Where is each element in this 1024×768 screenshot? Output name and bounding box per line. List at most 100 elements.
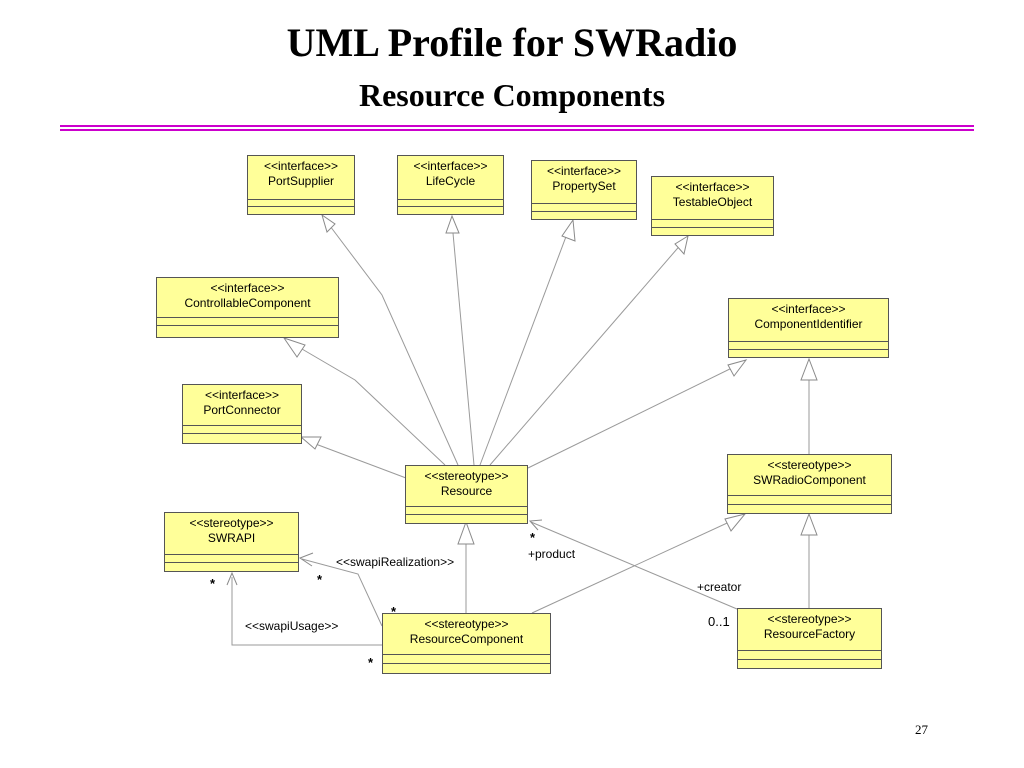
slide-subtitle: Resource Components	[358, 77, 666, 113]
operations-compartment	[729, 349, 888, 350]
creator-multiplicity: 0..1	[708, 614, 730, 629]
usage-swrapi-multiplicity: *	[210, 576, 216, 591]
arrowhead-swradio	[724, 513, 747, 532]
class-name: PortSupplier	[267, 174, 335, 188]
stereotype-label: <<stereotype>>	[424, 617, 509, 631]
swapi-realization-label: <<swapiRealization>>	[336, 555, 455, 569]
stereotype-label: <<interface>>	[675, 180, 750, 194]
class-port-connector: <<interface>> PortConnector	[182, 384, 302, 444]
arrowhead-resource	[457, 520, 475, 545]
operations-compartment	[532, 211, 636, 212]
arrowhead-realization	[298, 552, 314, 567]
generalization-resource-controllable	[289, 341, 446, 466]
class-name: ResourceComponent	[409, 632, 524, 646]
stereotype-label: <<interface>>	[204, 388, 280, 402]
class-property-set: <<interface>> PropertySet	[531, 160, 637, 220]
arrowhead-resourcefactory-swradio	[800, 512, 818, 536]
class-resource: <<stereotype>> Resource	[405, 465, 528, 524]
creator-role-label: +creator	[697, 580, 742, 594]
operations-compartment	[183, 433, 301, 434]
title-rule-top	[60, 125, 974, 127]
operations-compartment	[165, 562, 298, 563]
attributes-compartment	[728, 495, 891, 496]
class-name: SWRAPI	[207, 531, 256, 545]
class-resource-factory: <<stereotype>> ResourceFactory	[737, 608, 882, 669]
generalization-resource-testableobject	[489, 241, 684, 466]
swapi-usage-label: <<swapiUsage>>	[245, 619, 339, 633]
arrowhead-product	[528, 519, 543, 531]
stereotype-label: <<stereotype>>	[189, 516, 274, 530]
operations-compartment	[406, 514, 527, 515]
class-port-supplier: <<interface>> PortSupplier	[247, 155, 355, 215]
arrowhead-lifecycle	[445, 214, 460, 234]
stereotype-label: <<stereotype>>	[767, 612, 852, 626]
arrowhead-componentidentifier	[727, 359, 748, 377]
class-name: SWRadioComponent	[753, 473, 866, 487]
arrowhead-controllable	[282, 337, 306, 358]
operations-compartment	[652, 227, 773, 228]
title-rule-bottom	[60, 129, 974, 131]
class-name: TestableObject	[672, 195, 753, 209]
arrowhead-portsupplier	[321, 213, 336, 233]
operations-compartment	[728, 504, 891, 505]
operations-compartment	[398, 206, 503, 207]
generalization-resource-portsupplier	[326, 221, 459, 466]
arrowhead-swradio-componentidentifier	[800, 357, 818, 381]
arrowhead-propertyset	[561, 218, 576, 242]
class-name: PropertySet	[552, 179, 616, 193]
product-role-label: +product	[528, 547, 576, 561]
class-swrapi: <<stereotype>> SWRAPI	[164, 512, 299, 572]
class-name: PortConnector	[203, 403, 281, 417]
page-number: 27	[915, 722, 928, 737]
class-name: ResourceFactory	[763, 627, 856, 641]
class-testable-object: <<interface>> TestableObject	[651, 176, 774, 236]
attributes-compartment	[165, 554, 298, 555]
realization-swrapi-multiplicity: *	[317, 572, 323, 587]
operations-compartment	[738, 659, 881, 660]
stereotype-label: <<stereotype>>	[424, 469, 509, 483]
class-swradio-component: <<stereotype>> SWRadioComponent	[727, 454, 892, 514]
dependency-swapi-usage	[231, 577, 382, 646]
attributes-compartment	[157, 317, 338, 318]
class-name: Resource	[440, 484, 493, 498]
attributes-compartment	[729, 341, 888, 342]
arrowhead-usage	[226, 571, 238, 586]
arrowhead-portconnector	[299, 436, 322, 450]
stereotype-label: <<interface>>	[413, 159, 488, 173]
class-name: ControllableComponent	[184, 296, 311, 310]
generalization-resource-portconnector	[304, 439, 407, 479]
operations-compartment	[383, 663, 550, 664]
class-life-cycle: <<interface>> LifeCycle	[397, 155, 504, 215]
generalization-resource-propertyset	[479, 225, 571, 466]
attributes-compartment	[383, 654, 550, 655]
product-multiplicity: *	[530, 530, 536, 545]
class-resource-component: <<stereotype>> ResourceComponent	[382, 613, 551, 674]
attributes-compartment	[248, 199, 354, 200]
usage-component-multiplicity: *	[368, 655, 374, 670]
attributes-compartment	[652, 219, 773, 220]
class-component-identifier: <<interface>> ComponentIdentifier	[728, 298, 889, 358]
attributes-compartment	[532, 203, 636, 204]
attributes-compartment	[183, 425, 301, 426]
class-controllable-component: <<interface>> ControllableComponent	[156, 277, 339, 338]
stereotype-label: <<interface>>	[546, 164, 622, 178]
operations-compartment	[157, 325, 338, 326]
association-product-creator	[530, 521, 738, 610]
attributes-compartment	[406, 506, 527, 507]
stereotype-label: <<interface>>	[263, 159, 339, 173]
slide-title: UML Profile for SWRadio	[286, 20, 738, 65]
realization-component-multiplicity: *	[391, 604, 397, 619]
stereotype-label: <<interface>>	[771, 302, 846, 316]
generalization-resource-componentidentifier	[527, 363, 741, 469]
stereotype-label: <<stereotype>>	[767, 458, 852, 472]
class-name: LifeCycle	[425, 174, 476, 188]
arrowhead-testableobject	[674, 234, 689, 256]
attributes-compartment	[398, 199, 503, 200]
stereotype-label: <<interface>>	[210, 281, 285, 295]
attributes-compartment	[738, 650, 881, 651]
class-name: ComponentIdentifier	[754, 317, 863, 331]
generalization-resource-lifecycle	[451, 221, 475, 466]
operations-compartment	[248, 206, 354, 207]
dependency-swapi-realization	[301, 558, 383, 627]
